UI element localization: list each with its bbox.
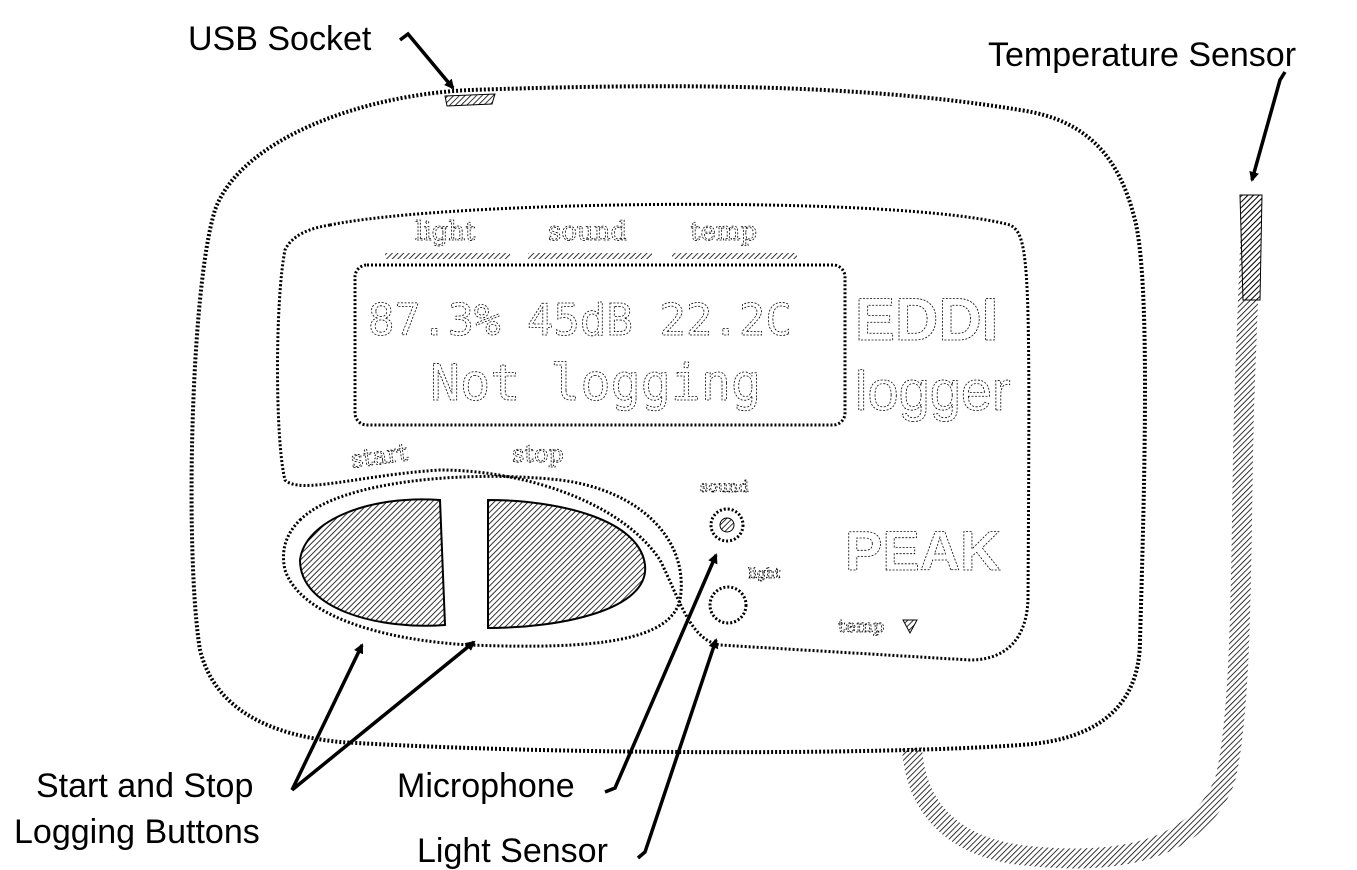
arrow-microphone [604, 553, 718, 794]
callout-light-sensor: Light Sensor [417, 832, 608, 870]
label-sound-sensor: sound [700, 477, 749, 496]
callout-start-stop-line1: Start and Stop [36, 767, 253, 805]
brand-logger: logger [855, 359, 1011, 422]
arrow-stop-button [290, 640, 476, 792]
arrow-light-sensor [636, 638, 719, 860]
label-light: light [415, 217, 476, 247]
display-readings: 87.3% 45dB 22.2C [368, 295, 792, 346]
callout-temperature-sensor: Temperature Sensor [988, 36, 1296, 74]
brand-eddi: EDDI [855, 286, 998, 353]
peak-logo: PEAK [845, 519, 1001, 582]
microphone-inner [719, 517, 735, 533]
arrow-usb-socket [398, 31, 455, 90]
arrow-temperature-sensor [1249, 71, 1287, 182]
device-body-outline [189, 84, 1147, 755]
label-sound: sound [548, 217, 627, 247]
microphone [709, 507, 745, 543]
face-plate-outline [276, 202, 1031, 662]
callout-start-stop-line2: Logging Buttons [14, 813, 260, 851]
label-start: start [349, 438, 410, 474]
label-temp: temp [690, 217, 757, 247]
label-temp-port: temp [838, 616, 884, 637]
arrow-start-button [290, 643, 364, 791]
display-status: Not logging [430, 354, 761, 412]
start-button[interactable] [298, 498, 447, 627]
usb-socket [444, 93, 496, 107]
label-stop: stop [512, 440, 564, 468]
light-sensor [708, 585, 748, 625]
lcd-display [353, 263, 847, 427]
label-light-sensor: light [748, 566, 781, 582]
callout-usb-socket: USB Socket [188, 20, 372, 58]
temp-port-triangle [902, 619, 918, 635]
temperature-sensor-cable [902, 194, 1262, 869]
button-housing [282, 474, 683, 648]
callout-microphone: Microphone [397, 767, 575, 805]
temperature-sensor-probe [1239, 194, 1263, 301]
stop-button[interactable] [487, 498, 647, 630]
